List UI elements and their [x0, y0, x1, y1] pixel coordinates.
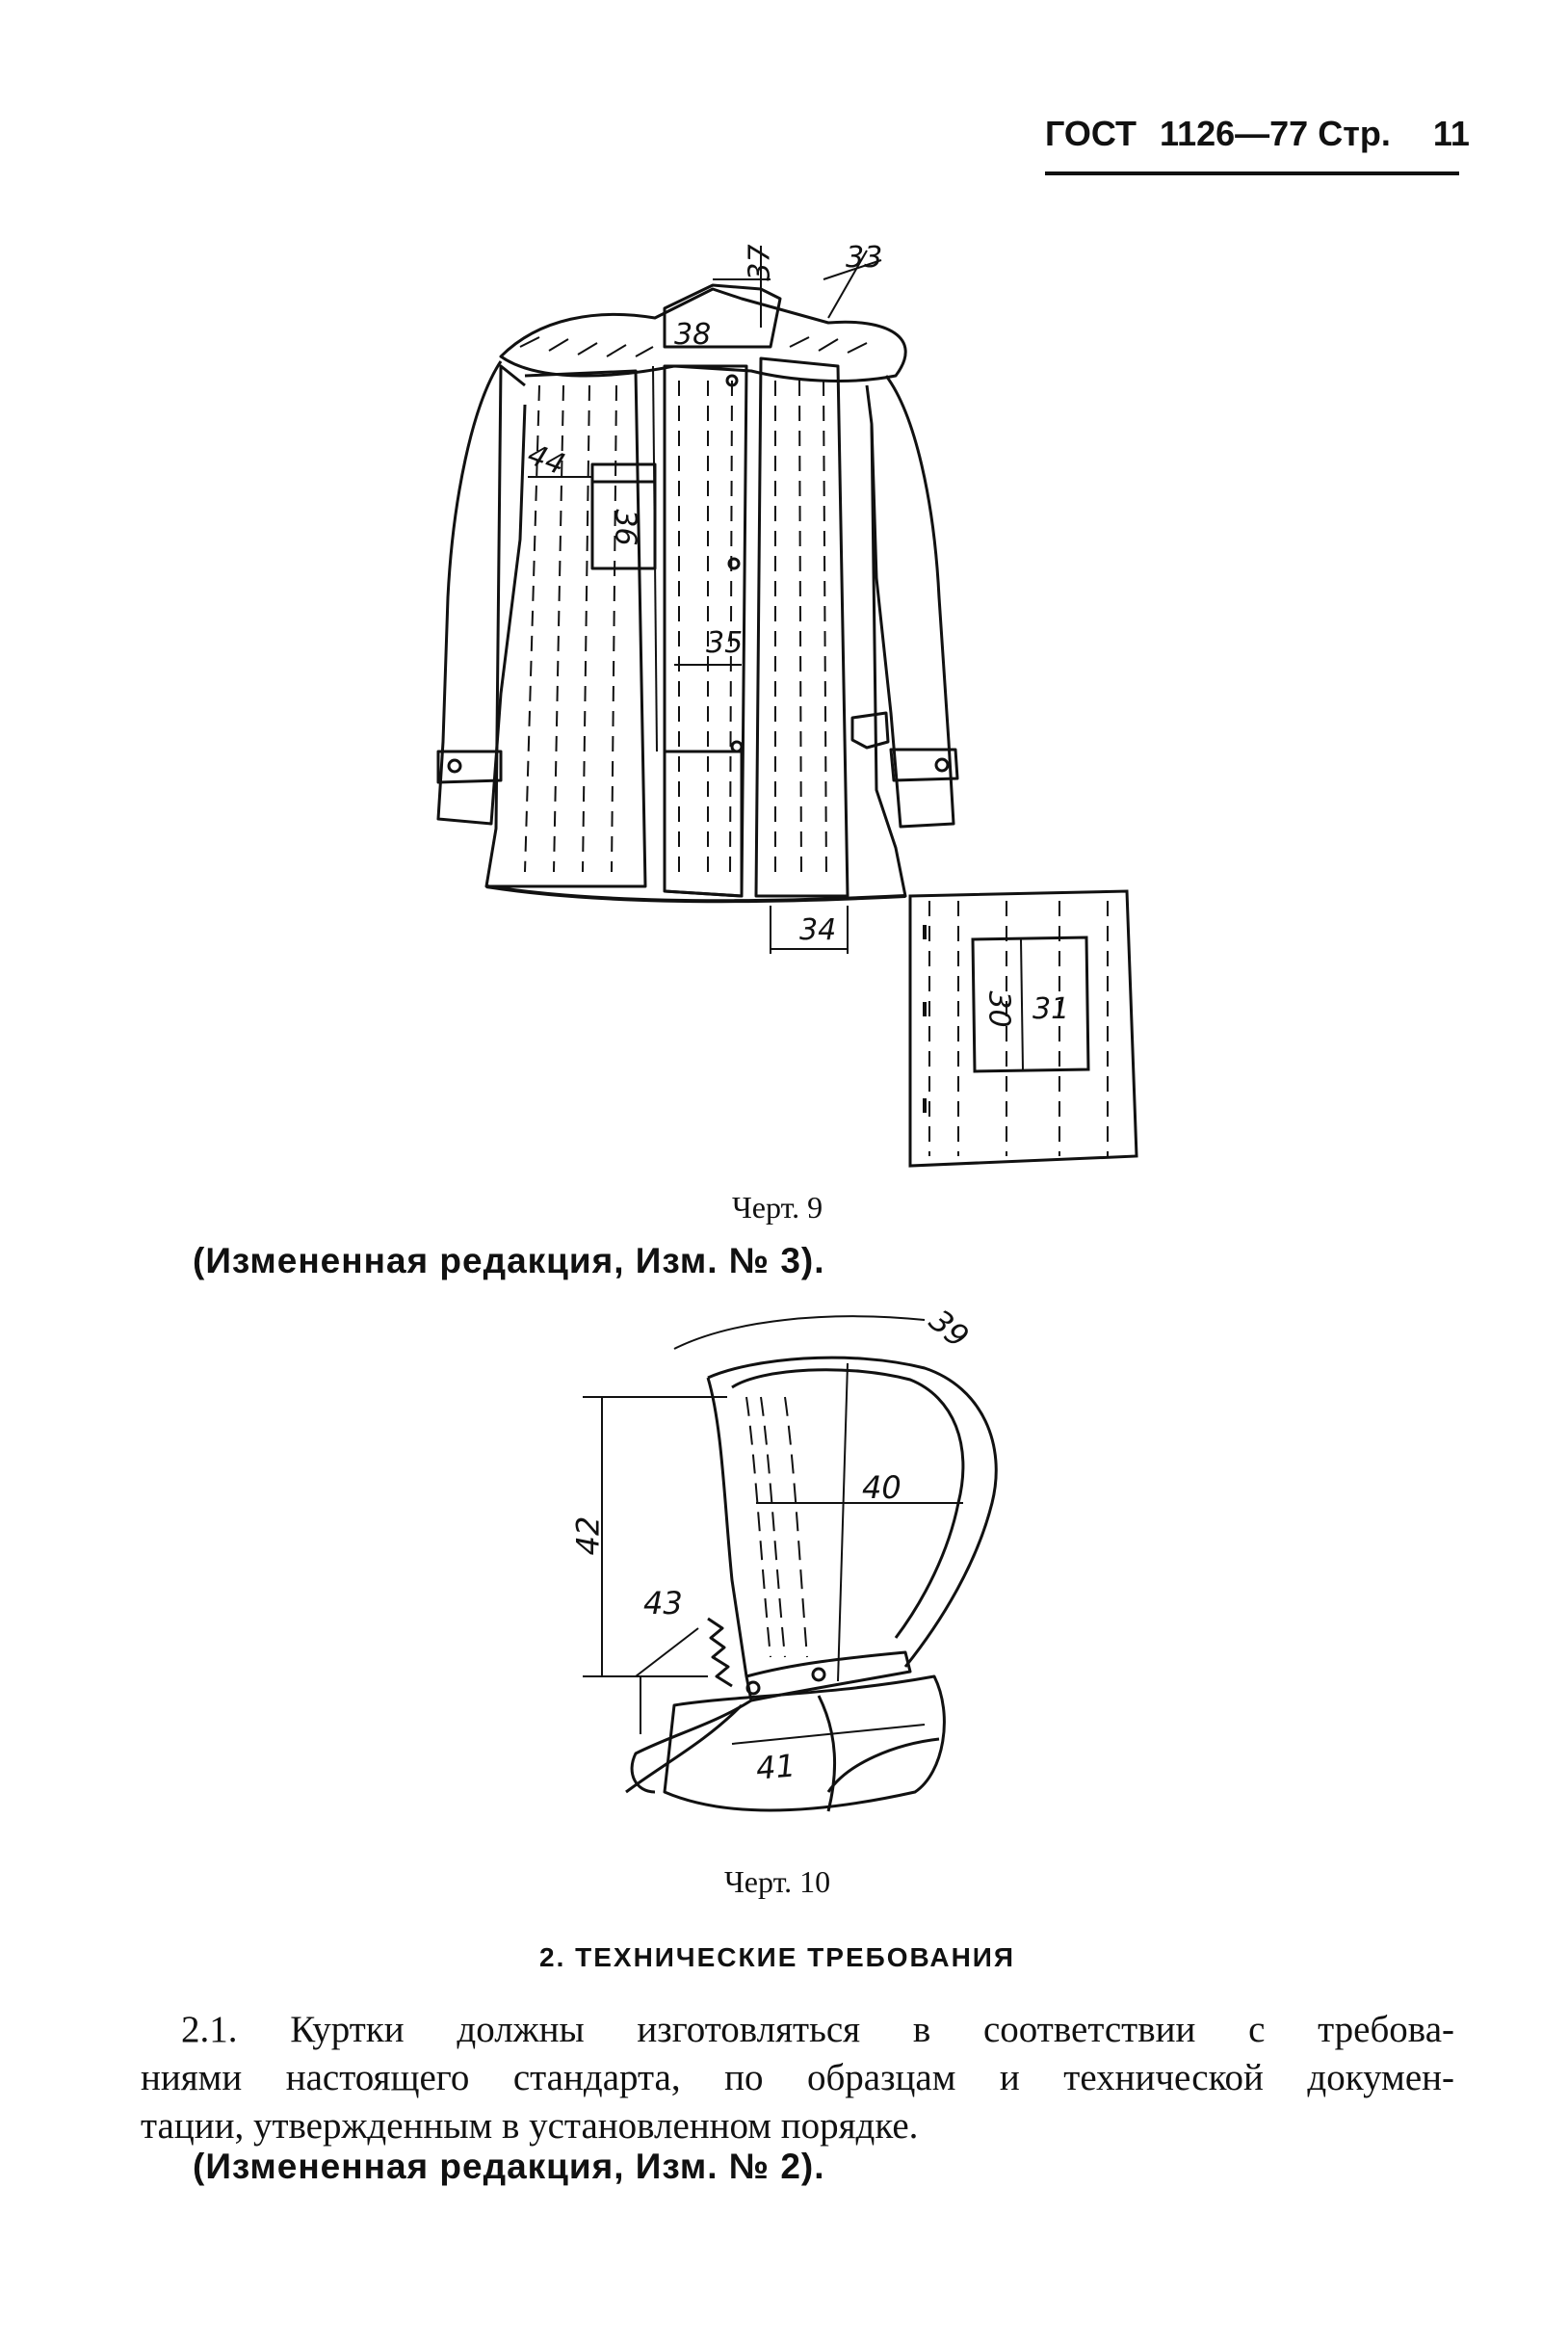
paragraph-line: тации, утвержденным в установленном поря… — [141, 2105, 919, 2147]
dim-label: 33 — [846, 241, 883, 275]
paragraph-line: 2.1. Куртки должны изготовляться в соотв… — [181, 2009, 1454, 2050]
dim-label: 38 — [674, 318, 712, 352]
section-title: 2. ТЕХНИЧЕСКИЕ ТРЕБОВАНИЯ — [539, 1942, 1016, 1972]
dim-label: 42 — [569, 1516, 607, 1556]
page-header: ГОСТ 1126—77 Стр. 11 — [1045, 114, 1470, 175]
amendment-note-2: (Измененная редакция, Изм. № 2). — [193, 2147, 825, 2186]
dim-label: 34 — [799, 913, 837, 947]
figure-9-caption: Черт. 9 — [732, 1190, 823, 1225]
page-number: 11 — [1432, 114, 1470, 153]
dim-label: 40 — [862, 1469, 902, 1506]
dim-label: 35 — [706, 626, 744, 660]
amendment-note-3: (Измененная редакция, Изм. № 3). — [193, 1241, 825, 1280]
standard-label: ГОСТ — [1045, 114, 1137, 153]
dim-label: 41 — [754, 1747, 797, 1787]
dim-label: 43 — [643, 1585, 683, 1621]
standard-number: 1126—77 — [1160, 114, 1309, 153]
figure-10-caption: Черт. 10 — [724, 1864, 831, 1899]
paragraph-line: ниями настоящего стандарта, по образцам … — [141, 2057, 1454, 2098]
page-label: Стр. — [1318, 114, 1391, 153]
dim-label: 31 — [1032, 992, 1070, 1026]
paragraph-2-1: 2.1. Куртки должны изготовляться в соотв… — [141, 2006, 1454, 2150]
